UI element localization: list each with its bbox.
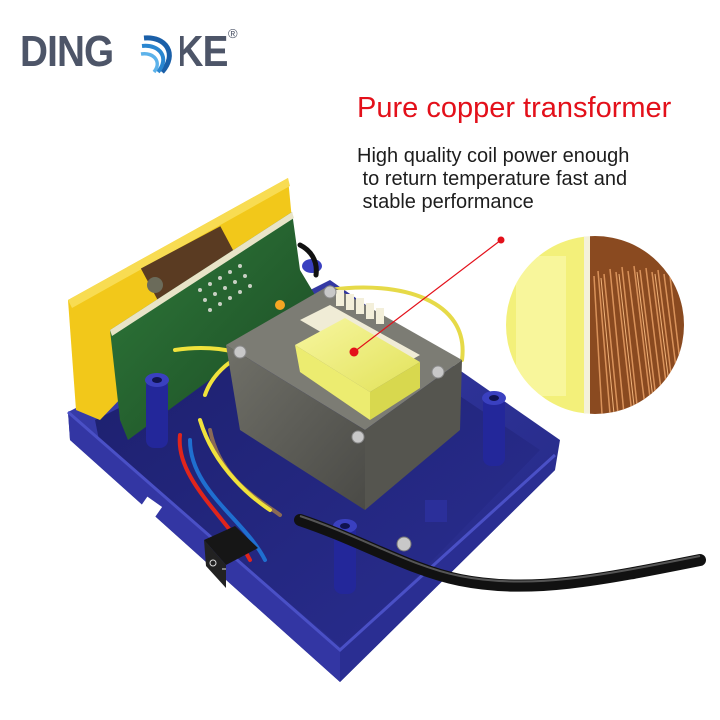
- feature-headline: Pure copper transformer: [357, 92, 672, 124]
- standoff-posts: [145, 259, 506, 594]
- description-line-2: to return temperature fast and: [357, 168, 628, 190]
- brand-logo-left: DING: [20, 27, 114, 76]
- description-line-1: High quality coil power enough: [357, 145, 630, 167]
- feature-description: High quality coil power enough to return…: [357, 145, 629, 214]
- registered-mark: ®: [228, 26, 238, 41]
- copper-wire-icon: [506, 236, 684, 414]
- description-line-3: stable performance: [357, 191, 534, 213]
- logo-swirl-icon: [138, 32, 180, 74]
- rocker-switch: [204, 526, 258, 588]
- power-cord: [294, 500, 706, 592]
- copper-coil-zoom-circle: [506, 236, 684, 414]
